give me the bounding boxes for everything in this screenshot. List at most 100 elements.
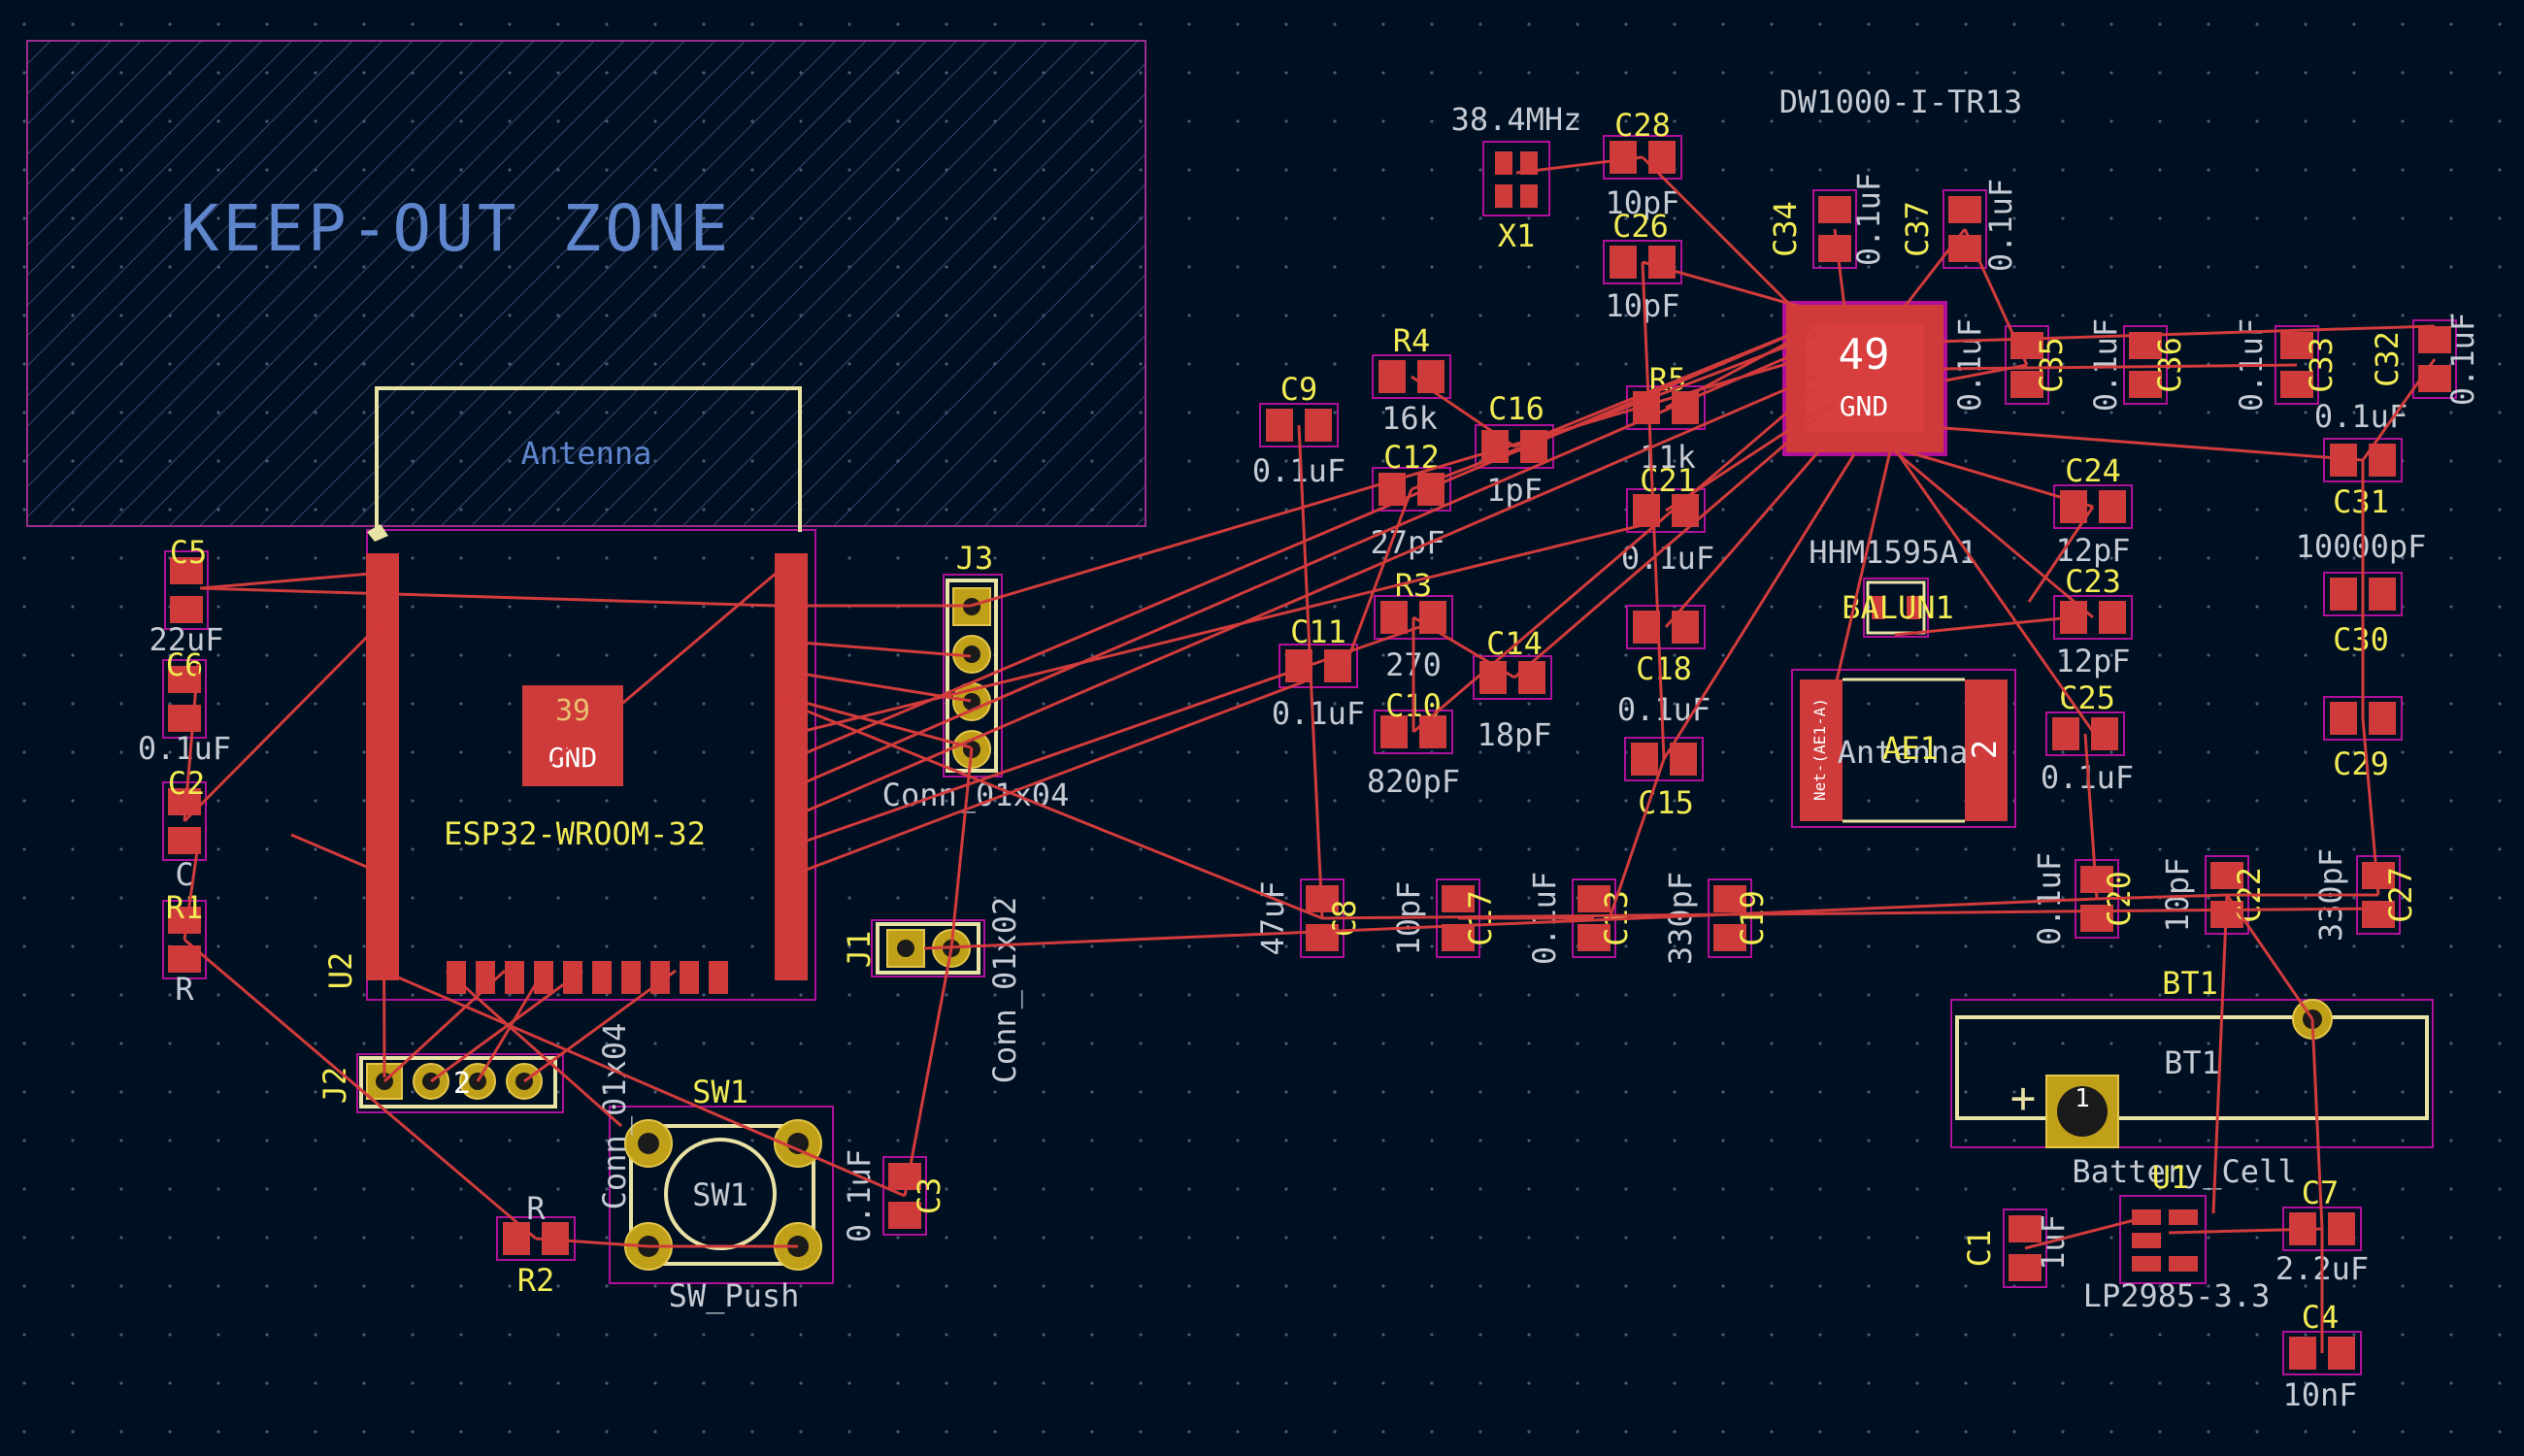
c24-ref: C24 xyxy=(2065,452,2121,489)
keepout-zone[interactable]: KEEP-OUT ZONE xyxy=(26,40,1146,527)
c14-value: 18pF xyxy=(1477,716,1551,753)
c33-ref: C33 xyxy=(2303,337,2340,393)
antenna-ae1[interactable]: Net-(AE1-A) 2 Antenna AE1 xyxy=(1791,669,2016,828)
component-c23[interactable]: C23 12pF xyxy=(2053,563,2133,679)
c9-value: 0.1uF xyxy=(1252,452,1345,489)
c34-ref: C34 xyxy=(1767,201,1804,257)
c27-ref: C27 xyxy=(2382,867,2419,923)
c15-ref: C15 xyxy=(1638,784,1694,821)
c3-value: 0.1uF xyxy=(841,1149,878,1242)
u1-value: LP2985-3.3 xyxy=(2083,1277,2271,1314)
c20-value: 0.1uF xyxy=(2031,852,2068,945)
u2-ref: U2 xyxy=(322,952,359,990)
sw1-ref: SW1 xyxy=(692,1074,748,1110)
c18-value: 0.1uF xyxy=(1617,691,1710,728)
c34-value: 0.1uF xyxy=(1850,173,1887,266)
crystal-x1[interactable]: 38.4MHz X1 xyxy=(1451,101,1582,254)
component-c3[interactable]: C3 0.1uF xyxy=(841,1149,947,1242)
bt1-ref: BT1 xyxy=(2162,965,2218,1002)
r1-value: R xyxy=(175,971,194,1008)
j3-ref: J3 xyxy=(956,540,994,577)
component-c32[interactable]: C32 0.1uF xyxy=(2369,313,2481,406)
pin1-marker xyxy=(367,524,388,542)
r1-ref: R1 xyxy=(166,889,204,926)
x1-value: 38.4MHz xyxy=(1451,101,1582,138)
c4-ref: C4 xyxy=(2302,1299,2340,1336)
bt1-value: Battery_Cell xyxy=(2072,1153,2296,1190)
c35-ref: C35 xyxy=(2033,337,2070,393)
c16-ref: C16 xyxy=(1488,390,1544,427)
c30-ref: C30 xyxy=(2333,621,2389,658)
c32-ref: C32 xyxy=(2369,331,2406,387)
component-c31[interactable]: C31 0.1uF xyxy=(2314,398,2408,520)
r2-value: R xyxy=(526,1190,546,1227)
c11-ref: C11 xyxy=(1290,613,1346,650)
c31-value: 0.1uF xyxy=(2314,398,2408,435)
c30-value: 10000pF xyxy=(2296,528,2427,565)
j1-ref: J1 xyxy=(841,931,878,969)
component-c29[interactable]: C29 xyxy=(2323,696,2403,782)
bt1-plus: + xyxy=(2010,1074,2037,1123)
component-c4[interactable]: C4 10nF xyxy=(2282,1299,2362,1413)
component-c30[interactable]: C30 10000pF xyxy=(2296,528,2427,658)
battery-bt1[interactable]: 1 + BT1 BT1 Battery_Cell xyxy=(1950,965,2434,1190)
c37-ref: C37 xyxy=(1899,201,1936,257)
esp32-gnd-pad-number: 39 xyxy=(555,694,590,728)
component-c15[interactable]: C15 xyxy=(1624,737,1704,821)
component-c34[interactable]: C34 0.1uF xyxy=(1767,173,1887,269)
antenna-label: Antenna xyxy=(521,435,652,472)
balun1-ref: BALUN1 xyxy=(1842,589,1954,626)
c31-ref: C31 xyxy=(2333,483,2389,520)
r2-ref: R2 xyxy=(517,1262,555,1299)
c9-ref: C9 xyxy=(1280,371,1318,408)
component-c35[interactable]: C35 0.1uF xyxy=(1951,318,2070,412)
r4-value: 16k xyxy=(1381,400,1438,437)
c29-ref: C29 xyxy=(2333,745,2389,782)
c35-value: 0.1uF xyxy=(1951,318,1988,412)
c16-value: 1pF xyxy=(1486,472,1543,509)
keepout-label: KEEP-OUT ZONE xyxy=(181,191,733,266)
component-r1[interactable]: R1R xyxy=(162,889,207,1008)
c23-ref: C23 xyxy=(2065,563,2121,600)
c32-value: 0.1uF xyxy=(2444,313,2481,406)
bt1-silk-ref: BT1 xyxy=(2164,1044,2220,1081)
bt1-pin1: 1 xyxy=(2075,1084,2090,1113)
component-c24[interactable]: C24 12pF xyxy=(2053,452,2133,569)
ratsnest-lines xyxy=(183,155,2437,1353)
c5-value: 22uF xyxy=(149,621,223,658)
c24-value: 12pF xyxy=(2055,532,2130,569)
c3-ref: C3 xyxy=(911,1177,947,1215)
dw1000-chip[interactable]: 49 GND DW1000-I-TR13 xyxy=(1779,83,2022,456)
r4-ref: R4 xyxy=(1393,322,1431,359)
ae1-ref: AE1 xyxy=(1882,730,1939,767)
ldo-u1[interactable]: U1 LP2985-3.3 xyxy=(2083,1159,2271,1314)
esp32-pins-left xyxy=(366,555,399,966)
c26-ref: C26 xyxy=(1612,208,1669,245)
c28-value: 10pF xyxy=(1605,184,1679,221)
balun1[interactable]: HHM1595A1 BALUN1 xyxy=(1809,534,1977,638)
ae1-pin2: 2 xyxy=(1966,740,2005,759)
c23-value: 12pF xyxy=(2055,643,2130,679)
c37-value: 0.1uF xyxy=(1982,179,2019,272)
component-r4[interactable]: R4 16k xyxy=(1372,322,1451,437)
esp32-gnd-pad xyxy=(522,685,623,786)
sw1-silk-ref: SW1 xyxy=(692,1176,748,1213)
component-c2[interactable]: C2C xyxy=(162,765,207,893)
component-c16[interactable]: C16 1pF xyxy=(1475,390,1554,509)
c4-value: 10nF xyxy=(2282,1376,2357,1413)
c10-value: 820pF xyxy=(1367,763,1460,800)
c12-value: 27pF xyxy=(1370,524,1445,561)
c21-ref: C21 xyxy=(1640,462,1696,499)
c18-ref: C18 xyxy=(1636,650,1692,687)
component-c37[interactable]: C37 0.1uF xyxy=(1899,179,2019,272)
balun1-value: HHM1595A1 xyxy=(1809,534,1976,571)
ae1-net-label: Net-(AE1-A) xyxy=(1810,698,1829,801)
